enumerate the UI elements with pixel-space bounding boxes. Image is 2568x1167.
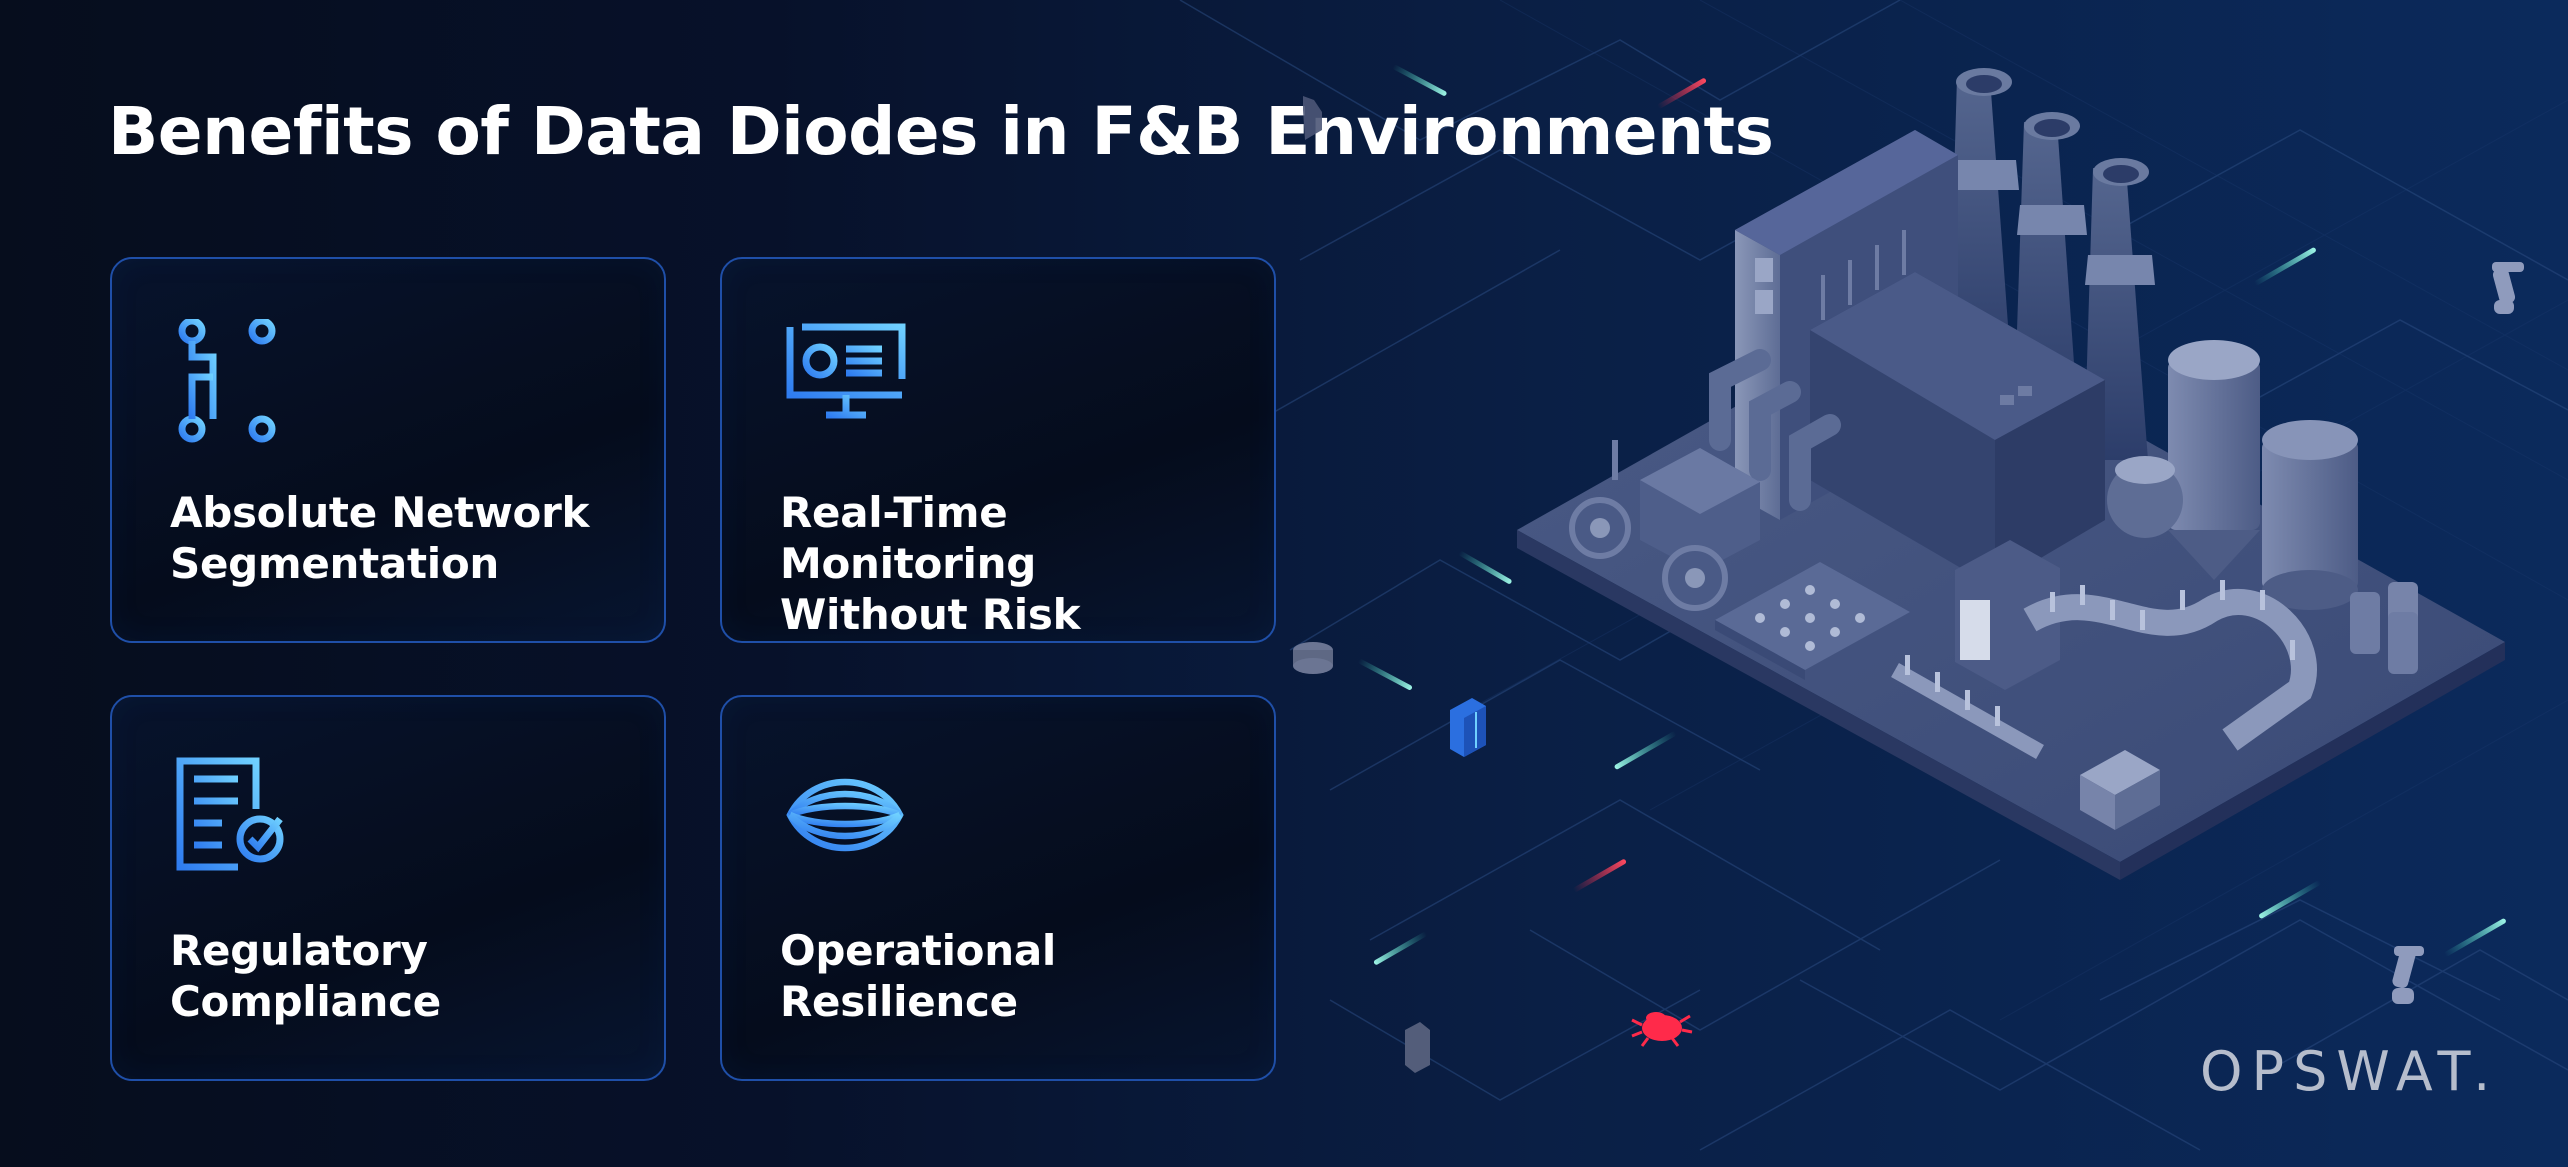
network-segmentation-icon xyxy=(178,319,276,443)
card-label: Real-Time Monitoring Without Risk xyxy=(780,488,1081,639)
compliance-document-check-icon xyxy=(176,757,284,871)
card-label: Operational Resilience xyxy=(780,926,1056,1026)
page-title: Benefits of Data Diodes in F&B Environme… xyxy=(108,93,1774,170)
benefit-card-realtime-monitoring: Real-Time Monitoring Without Risk xyxy=(720,257,1276,643)
card-label: Regulatory Compliance xyxy=(170,926,441,1026)
opswat-logo: OPSWAT. xyxy=(2200,1040,2500,1103)
benefit-card-operational-resilience: Operational Resilience xyxy=(720,695,1276,1081)
resilience-globe-icon xyxy=(786,778,904,852)
card-label: Absolute Network Segmentation xyxy=(170,488,590,588)
monitor-dashboard-icon xyxy=(786,323,906,419)
benefit-card-regulatory-compliance: Regulatory Compliance xyxy=(110,695,666,1081)
benefit-card-network-segmentation: Absolute Network Segmentation xyxy=(110,257,666,643)
